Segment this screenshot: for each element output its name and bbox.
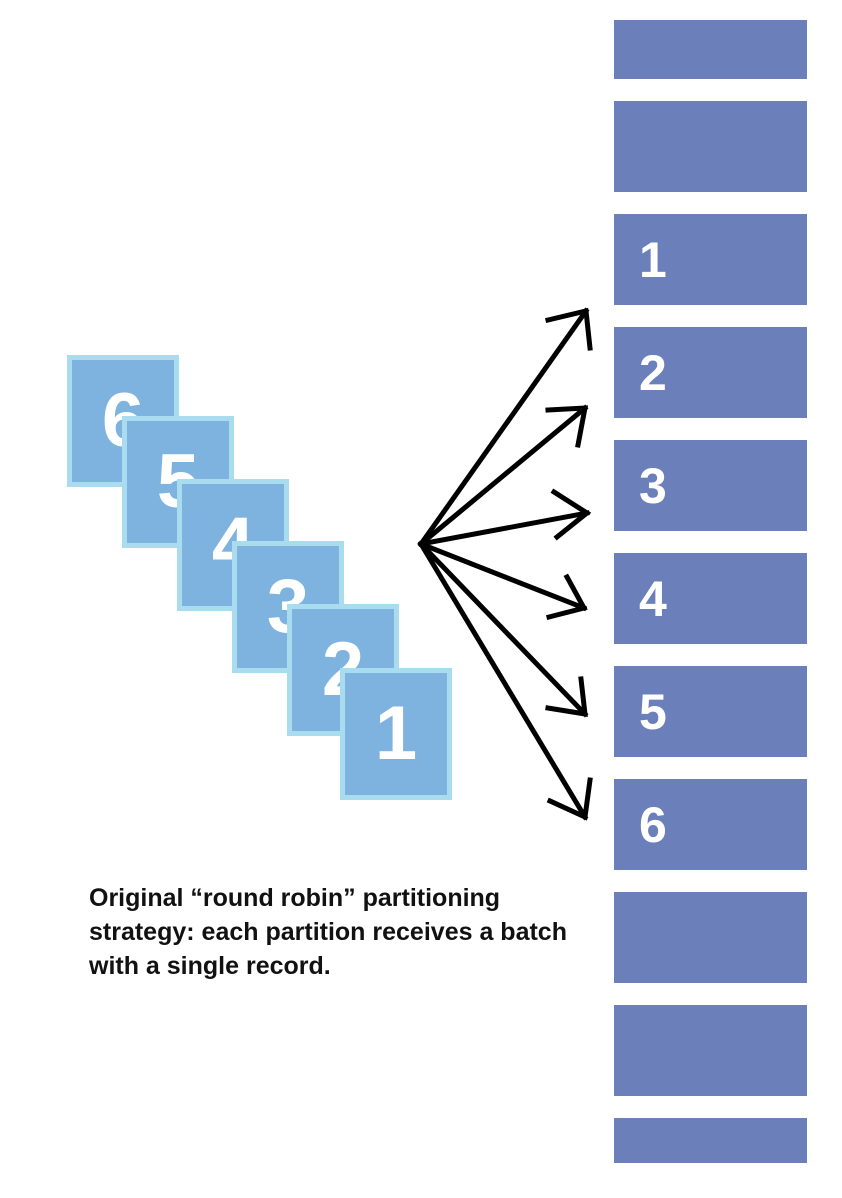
partition-slot: 5 [614,666,807,757]
arrow-to-partition-4 [417,540,588,621]
partition-slot [614,1118,807,1163]
partition-label: 5 [639,683,667,740]
arrow-to-partition-2 [417,404,589,548]
partition-label: 6 [639,796,667,853]
partition-slot: 2 [614,327,807,418]
partition-slot: 1 [614,214,807,305]
partition-slot [614,892,807,983]
partition-slot [614,20,807,79]
record-number: 1 [374,691,418,776]
arrow-to-partition-1 [417,307,593,548]
diagram-caption: Original “round robin” partitioning stra… [89,884,567,980]
partition-slot: 4 [614,553,807,644]
arrow-to-partition-6 [417,540,593,821]
arrow-to-partition-3 [418,488,592,547]
partition-label: 2 [639,344,667,401]
partition-slot [614,101,807,192]
partition-slot [614,1005,807,1096]
record-card: 1 [340,668,452,800]
arrow-to-partition-5 [417,540,589,718]
partition-label: 1 [639,231,667,288]
partition-slot: 6 [614,779,807,870]
partition-label: 4 [639,570,667,627]
partition-label: 3 [639,457,667,514]
partition-slot: 3 [614,440,807,531]
